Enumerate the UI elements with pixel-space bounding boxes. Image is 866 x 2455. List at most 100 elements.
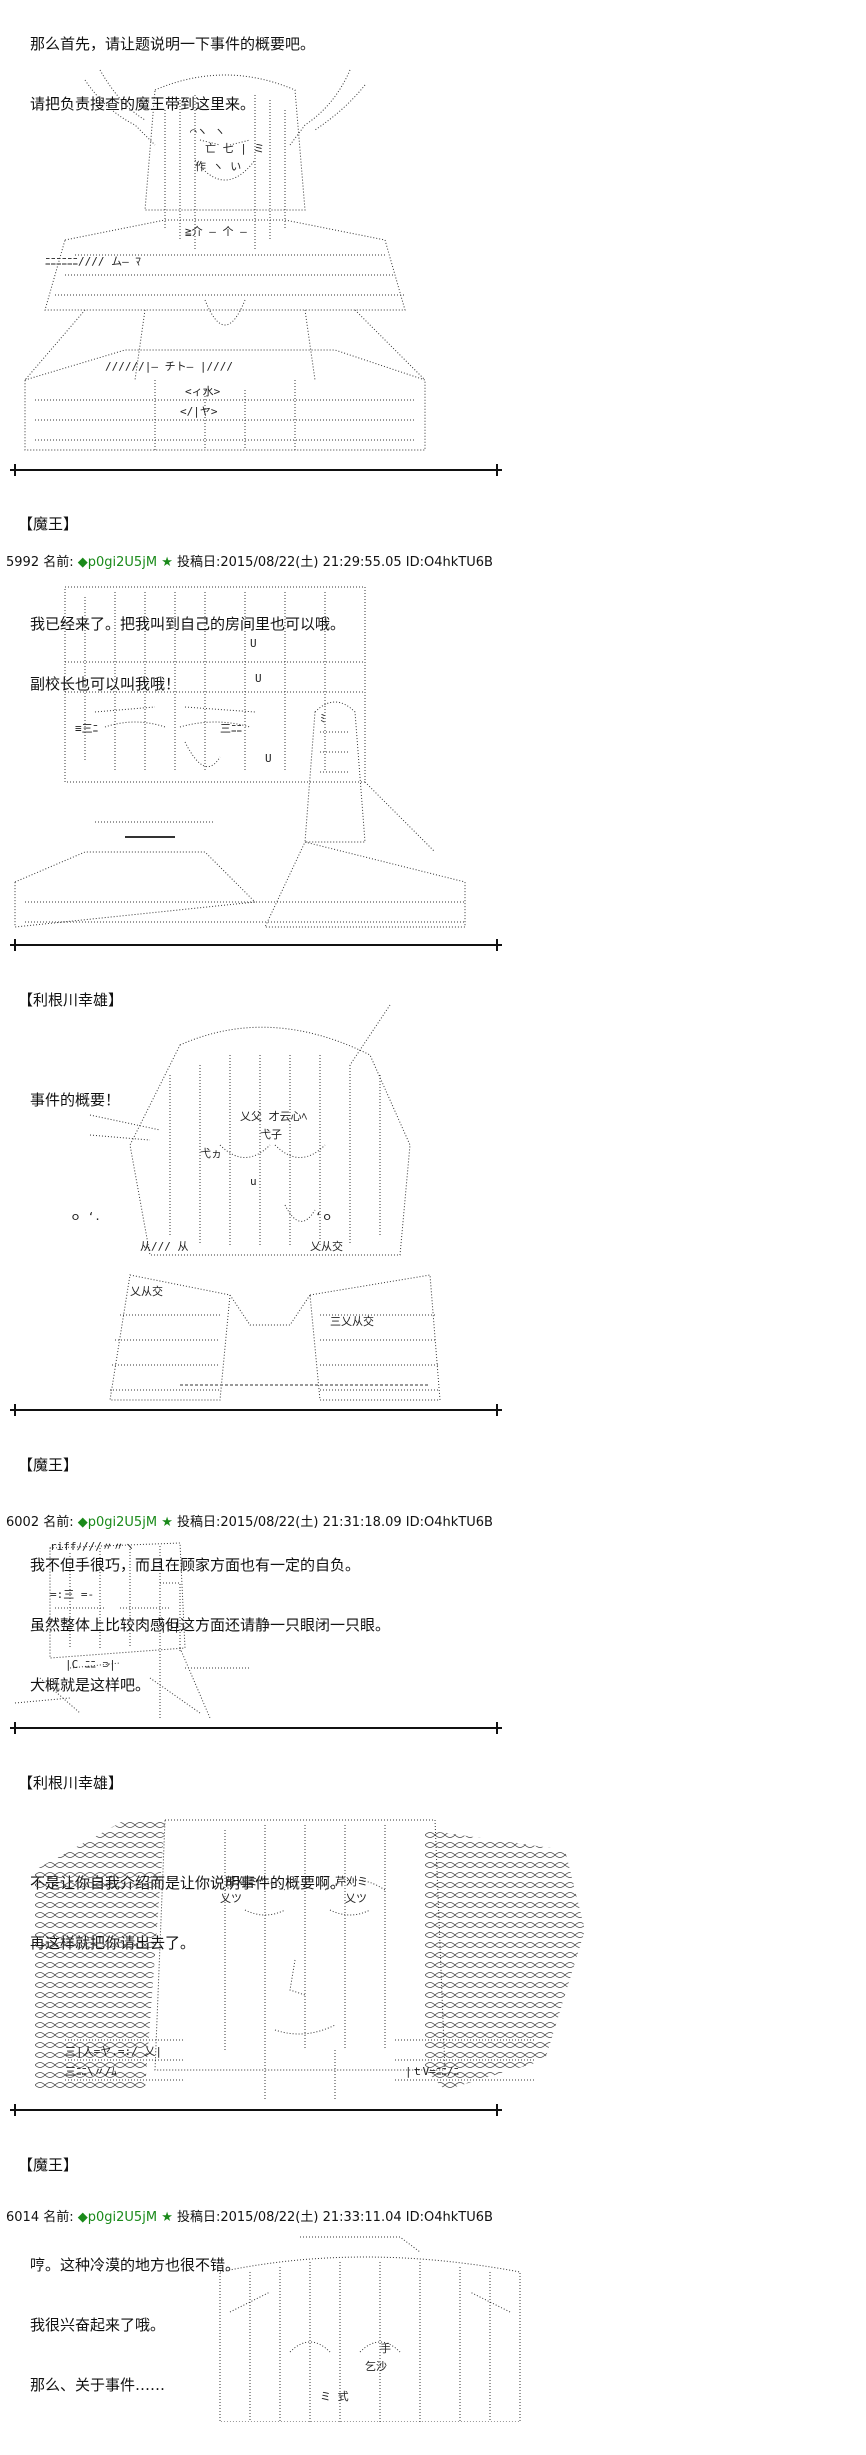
aa-glyph: ⌒ヽ ヽ: [190, 125, 225, 138]
aa-glyph: |ｔV=ﾆﾆ/ﾆ: [405, 2065, 459, 2078]
dialog-line: 那么、关于事件……: [30, 2376, 166, 2394]
dialog-line: 事件的概要！: [30, 1091, 121, 1109]
divider-line: [10, 469, 502, 471]
aa-glyph: ≧介 ― 个 ―: [185, 225, 247, 238]
dialog-line: 我很兴奋起来了哦。: [30, 2316, 166, 2334]
dialog-block: 【魔王】 哼。这种冷漠的地方也很不错。 我很兴奋起来了哦。 那么、关于事件……: [18, 2115, 240, 2455]
speaker-name: 【魔王】: [18, 2156, 79, 2174]
aa-glyph: |6|: [160, 1620, 180, 1633]
aa-glyph: ミ 式: [320, 2390, 349, 2403]
aa-glyph: U: [250, 637, 257, 650]
ascii-art-demon-king-bottom: 手 乞沙 ミ 式: [200, 2232, 540, 2422]
post-name-label: 名前:: [43, 555, 74, 570]
post-header: 6014 名前: ◆p0gi2U5jM ★ 投稿日:2015/08/22(土) …: [6, 2210, 493, 2226]
ascii-art-demon-king-surprised: 乂父 才云心ﾍ 弋子 弋ヵ u ‘ｏ ｏ ‘. 从/// 从 乂从交 乂从交 三…: [70, 995, 470, 1405]
aa-glyph: <ィ水>: [185, 385, 221, 398]
aa-glyph: 三ﾆﾆ: [220, 722, 242, 735]
aa-glyph: 乂从交: [310, 1239, 343, 1253]
aa-glyph: 乂从交: [130, 1284, 163, 1298]
divider-line: [10, 1409, 502, 1411]
aa-glyph: 亡 七 | ミ: [205, 141, 265, 155]
aa-glyph: 乂父 才云心ﾍ: [240, 1109, 308, 1123]
post-date: 投稿日:2015/08/22(土) 21:29:55.05: [176, 555, 402, 570]
aa-glyph: 从/// 从: [140, 1240, 189, 1253]
dialog-line: 我不但手很巧，而且在顾家方面也有一定的自负。: [30, 1556, 361, 1574]
post-id[interactable]: ID:O4hkTU6B: [405, 1515, 493, 1530]
aa-glyph: 三ﾆﾆ\〃/ﾑ: [65, 2065, 117, 2078]
star-icon: ★: [161, 2210, 173, 2225]
top-dialog: 那么首先，请让题说明一下事件的概要吧。 请把负责搜查的魔王带到这里来。: [30, 0, 315, 134]
post-number: 6014: [6, 2210, 40, 2225]
divider-line: [10, 2109, 502, 2111]
divider-tick-right: [496, 1722, 498, 1734]
aa-glyph: ‘ｏ: [315, 1210, 333, 1223]
ascii-art-drawing: U U U ≡三ﾆ 三ﾆﾆ ﾐ: [14, 586, 466, 928]
divider-tick-right: [496, 1404, 498, 1416]
post-trip[interactable]: ◆p0gi2U5jM: [77, 555, 158, 570]
ascii-art-drawing: ⌒ヽ ヽ 亡 七 | ミ 作 ヽ い ≧介 ― 个 ― ﾆﾆﾆﾆﾆﾆ//// ム…: [24, 69, 426, 451]
post-header: 6002 名前: ◆p0gi2U5jM ★ 投稿日:2015/08/22(土) …: [6, 1515, 493, 1531]
ascii-art-drawing: riffﾉ///〃〃ヽ =:三 =- |6| |C ﾆﾆ ⊃|: [14, 1540, 250, 1719]
aa-glyph: ﾆﾆﾆﾆﾆﾆ//// ム― ﾏ: [45, 255, 141, 268]
aa-glyph: |C ﾆﾆ ⊃|: [65, 1658, 116, 1671]
aa-glyph: ﾐ: [320, 712, 326, 725]
speaker-name: 【魔王】: [18, 515, 79, 533]
ascii-art-tonegawa: riffﾉ///〃〃ヽ =:三 =- |6| |C ﾆﾆ ⊃|: [10, 1538, 250, 1723]
divider-line: [10, 944, 502, 946]
ascii-art-drawing: 乂父 才云心ﾍ 弋子 弋ヵ u ‘ｏ ｏ ‘. 从/// 从 乂从交 乂从交 三…: [70, 1004, 441, 1401]
aa-glyph: 弋子: [260, 1128, 282, 1141]
aa-glyph: 弋ヵ: [200, 1147, 222, 1160]
aa-glyph: U: [255, 672, 262, 685]
aa-glyph: 三|人=ヤ.=:/ 乂|: [65, 2045, 162, 2058]
aa-glyph: 芹刈ミ: [335, 1875, 368, 1888]
speaker-name: 【利根川幸雄】: [18, 1774, 124, 1792]
dialog-line: 我已经来了。把我叫到自己的房间里也可以哦。: [30, 615, 346, 633]
divider-tick-left: [14, 939, 16, 951]
divider-tick-left: [14, 1722, 16, 1734]
aa-glyph: //////|― チト― |////: [105, 360, 233, 373]
aa-glyph: 三乂从交: [330, 1314, 374, 1328]
post-id[interactable]: ID:O4hkTU6B: [405, 555, 493, 570]
aa-glyph: ≡三ﾆ: [75, 722, 98, 735]
dialog-line: 请把负责搜查的魔王带到这里来。: [30, 95, 256, 113]
aa-glyph: ｏ ‘.: [70, 1210, 101, 1223]
aa-glyph: 芹刈ミ: [225, 1875, 258, 1888]
aa-glyph: =:三 =-: [50, 1588, 94, 1601]
post-trip[interactable]: ◆p0gi2U5jM: [77, 2210, 158, 2225]
dialog-block: 【魔王】 我已经来了。把我叫到自己的房间里也可以哦。 副校长也可以叫我哦！: [18, 474, 345, 754]
divider-tick-right: [496, 2104, 498, 2116]
star-icon: ★: [161, 555, 173, 570]
post-header: 5992 名前: ◆p0gi2U5jM ★ 投稿日:2015/08/22(土) …: [6, 555, 493, 571]
divider-tick-right: [496, 464, 498, 476]
dialog-line: 那么首先，请让题说明一下事件的概要吧。: [30, 35, 316, 53]
speaker-name: 【魔王】: [18, 1456, 79, 1474]
aa-glyph: 乂ツ: [345, 1892, 367, 1905]
speaker-name: 【利根川幸雄】: [18, 991, 124, 1009]
ascii-art-face-closeup: U U U ≡三ﾆ 三ﾆﾆ ﾐ: [5, 582, 475, 942]
post-date: 投稿日:2015/08/22(土) 21:33:11.04: [176, 2210, 402, 2225]
aa-glyph: 乂ツ: [220, 1892, 242, 1905]
aa-glyph: U: [265, 752, 272, 765]
post-id[interactable]: ID:O4hkTU6B: [405, 2210, 493, 2225]
divider-line: [10, 1727, 502, 1729]
dialog-block: 【利根川幸雄】 事件的概要！: [18, 950, 123, 1170]
divider-tick-left: [14, 2104, 16, 2116]
aa-glyph: 手: [380, 2341, 391, 2355]
aa-glyph: 作 ヽ い: [195, 160, 241, 173]
post-number: 5992: [6, 555, 40, 570]
dialog-line: 副校长也可以叫我哦！: [30, 675, 181, 693]
dialog-line: 哼。这种冷漠的地方也很不错。: [30, 2256, 241, 2274]
aa-glyph: riffﾉ///〃〃ヽ: [50, 1540, 135, 1553]
divider-tick-left: [14, 1404, 16, 1416]
dialog-line: 虽然整体上比较肉感但这方面还请静一只眼闭一只眼。: [30, 1616, 391, 1634]
post-number: 6002: [6, 1515, 40, 1530]
aa-glyph: </|ヤ>: [180, 405, 218, 418]
divider-tick-right: [496, 939, 498, 951]
dialog-line: 大概就是这样吧。: [30, 1676, 151, 1694]
post-date: 投稿日:2015/08/22(土) 21:31:18.09: [176, 1515, 402, 1530]
ascii-art-demon-king-horns: ⌒ヽ ヽ 亡 七 | ミ 作 ヽ い ≧介 ― 个 ― ﾆﾆﾆﾆﾆﾆ//// ム…: [5, 50, 445, 470]
post-name-label: 名前:: [43, 1515, 74, 1530]
post-trip[interactable]: ◆p0gi2U5jM: [77, 1515, 158, 1530]
ascii-art-drawing: 芹刈ミ 芹刈ミ 乂ツ 乂ツ 三|人=ヤ.=:/ 乂| 三ﾆﾆ\〃/ﾑ |ｔV=ﾆ…: [35, 1819, 585, 2100]
aa-glyph: u: [250, 1175, 257, 1188]
